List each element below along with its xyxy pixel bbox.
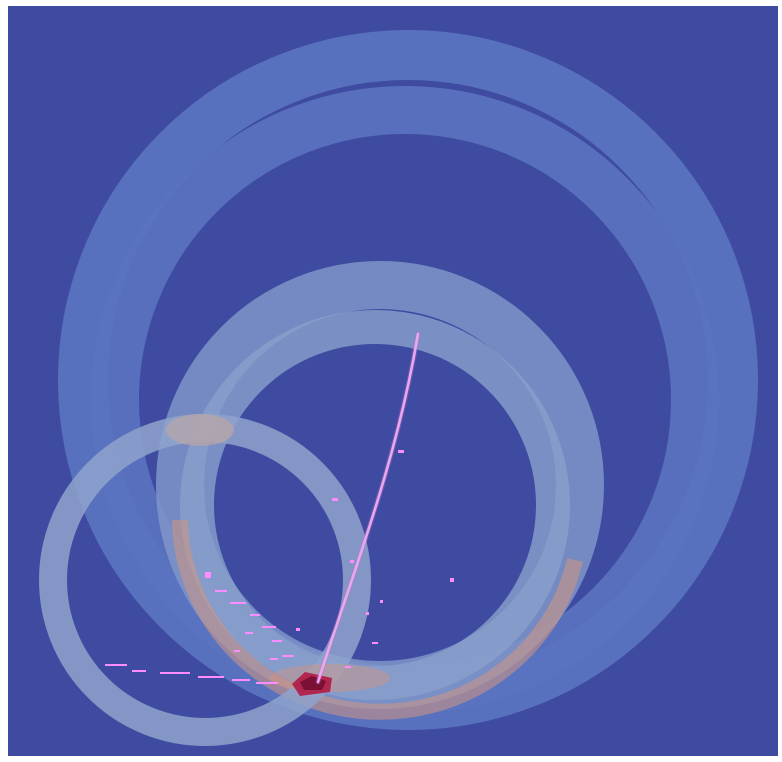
hit [350,560,354,563]
warm-arc [172,519,583,720]
hit [398,450,404,453]
hit [450,578,454,582]
overlap-spot-upper [166,414,234,446]
hit [232,679,250,681]
hit [256,682,278,684]
hit [272,640,282,642]
hit [105,664,127,666]
hit [270,658,278,660]
hit-cluster [105,450,454,684]
hit [230,602,246,604]
hit [282,655,294,657]
hit [372,642,378,644]
main-track-glow [315,331,421,685]
hit [132,670,146,672]
hit [332,498,338,501]
hit [215,590,227,592]
hit [245,632,253,634]
hit [262,626,276,628]
ring-layer [39,30,758,746]
main-track [316,332,420,684]
hit [345,666,351,668]
hit [205,572,211,578]
hit [198,676,224,678]
hit [234,650,240,652]
hit [366,612,369,615]
hit [160,672,190,674]
hit [380,600,383,603]
middle-ring-b [180,310,570,700]
hit [250,614,260,616]
hit [296,628,300,631]
